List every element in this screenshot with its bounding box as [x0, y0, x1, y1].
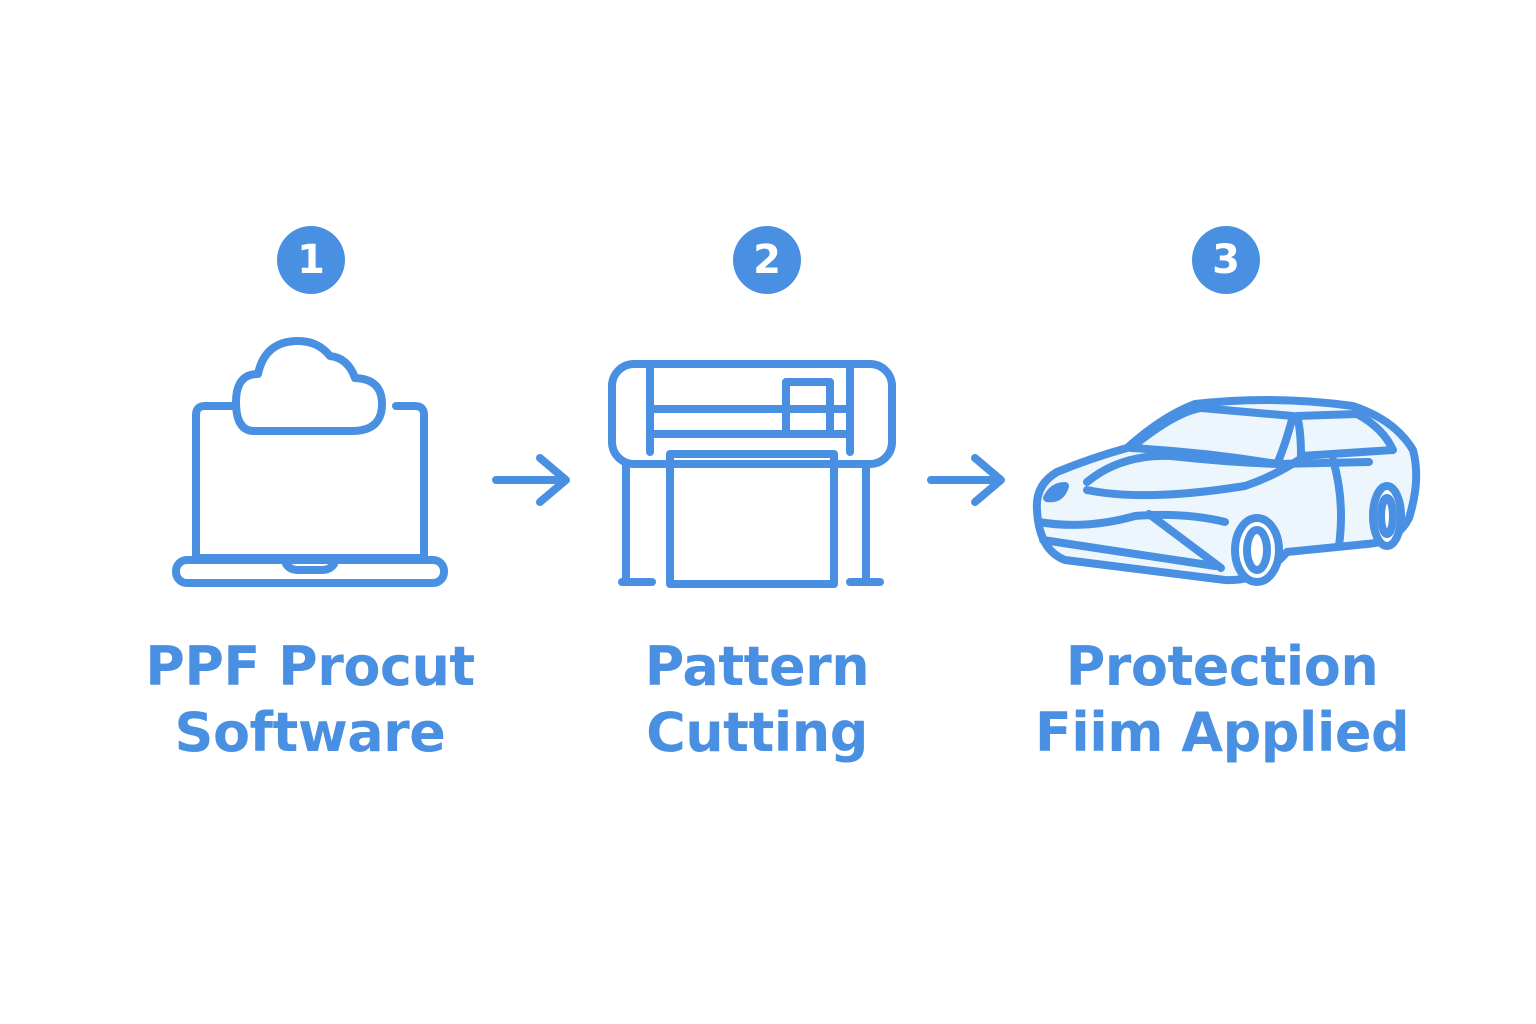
step-3-label-line2: Fiim Applied — [1034, 701, 1410, 764]
car-icon — [1032, 395, 1421, 586]
arrow-right-icon — [927, 454, 1005, 506]
step-3-label-line1: Protection — [1065, 635, 1379, 698]
cutting-plotter-icon — [608, 360, 896, 588]
step-3-label: Protection Fiim Applied — [1022, 634, 1422, 766]
step-2-label: Pattern Cutting — [557, 634, 957, 766]
step-1-label-line2: Software — [174, 701, 446, 764]
step-1-badge: 1 — [277, 226, 345, 294]
step-2-label-line2: Cutting — [646, 701, 868, 764]
step-3-badge: 3 — [1192, 226, 1260, 294]
arrow-right-icon — [492, 454, 570, 506]
laptop-cloud-icon — [172, 337, 448, 587]
step-2-badge: 2 — [733, 226, 801, 294]
step-2-label-line1: Pattern — [644, 635, 870, 698]
step-1-label-line1: PPF Procut — [145, 635, 475, 698]
step-1-label: PPF Procut Software — [110, 634, 510, 766]
